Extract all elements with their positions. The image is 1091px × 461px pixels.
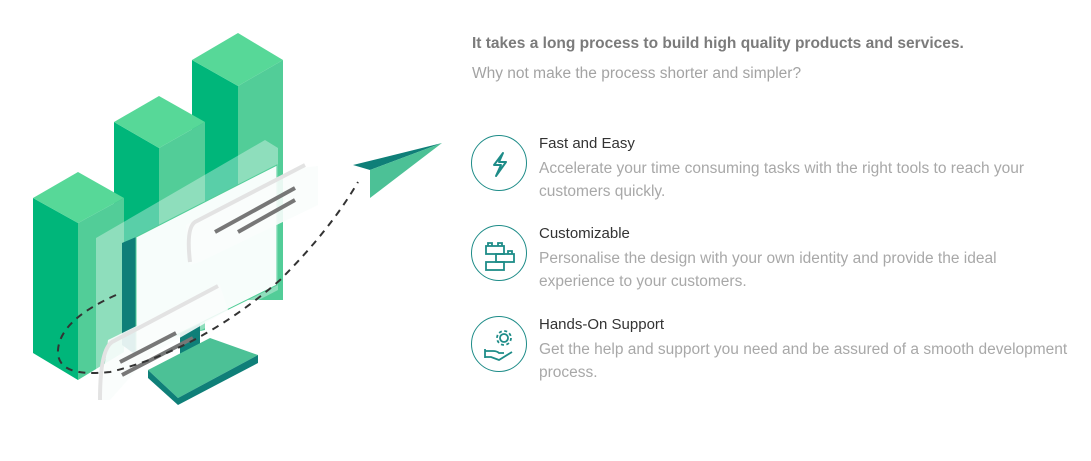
feature-title: Customizable (539, 225, 630, 242)
bar-chart-column-1 (33, 172, 124, 380)
feature-title: Fast and Easy (539, 135, 635, 152)
growth-illustration (33, 33, 442, 405)
message-bubble-top (186, 163, 318, 265)
flight-path (56, 181, 359, 374)
feature-description: Personalise the design with your own ide… (539, 250, 997, 290)
message-bubble-bottom (98, 284, 228, 401)
headline: It takes a long process to build high qu… (472, 35, 964, 52)
paper-plane-icon (353, 143, 442, 198)
blocks-icon (471, 225, 527, 281)
subheadline: Why not make the process shorter and sim… (472, 65, 802, 82)
hand-gear-icon (471, 316, 527, 372)
feature-description: Accelerate your time consuming tasks wit… (539, 160, 1025, 200)
monitor-stand (148, 320, 258, 405)
monitor-edge (122, 237, 136, 355)
feature-description: Get the help and support you need and be… (539, 341, 1068, 381)
feature-title: Hands-On Support (539, 316, 665, 333)
lightning-icon (471, 135, 527, 191)
